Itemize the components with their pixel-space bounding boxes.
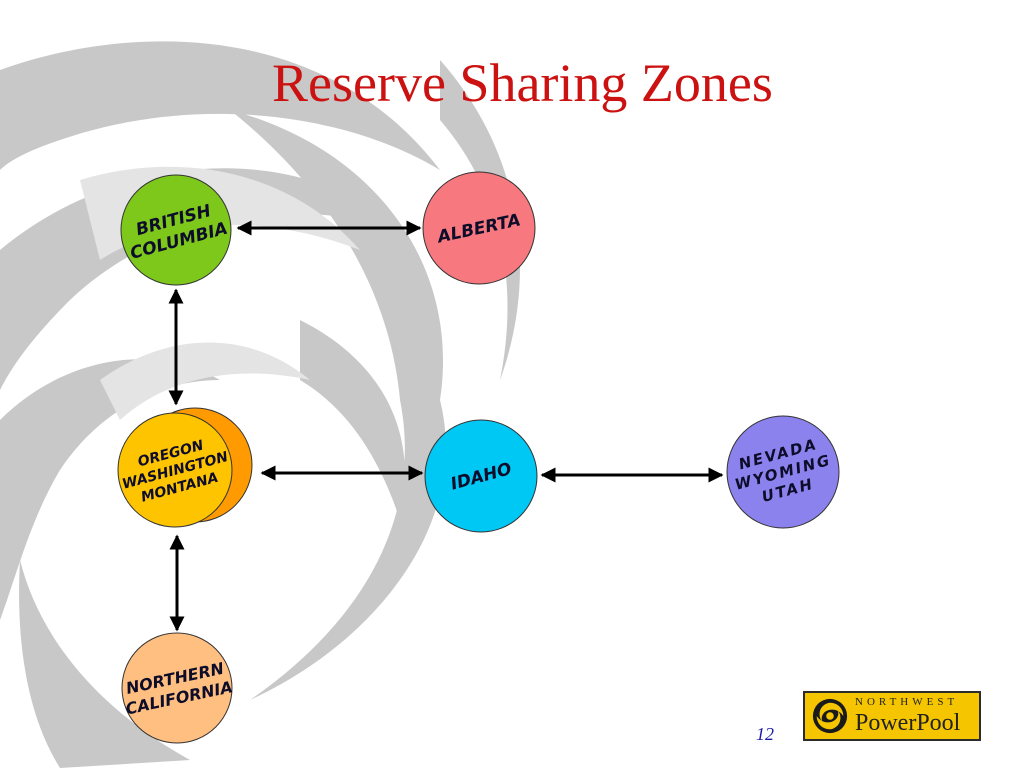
logo-top-text: NORTHWEST (855, 696, 959, 708)
logo-text: NORTHWEST PowerPool (855, 696, 961, 736)
swirl-logo-icon (812, 698, 848, 734)
zone-owm-circle (117, 412, 233, 528)
zone-ab: ALBERTA (422, 171, 536, 285)
zone-id-circle (424, 419, 538, 533)
northwest-powerpool-logo: NORTHWEST PowerPool (803, 691, 981, 741)
page-number: 12 (756, 724, 774, 744)
page-title: Reserve Sharing Zones (272, 53, 773, 113)
zone-nwu: NEVADAWYOMINGUTAH (726, 415, 840, 529)
zone-nc: NORTHERNCALIFORNIA (121, 632, 234, 744)
logo-bottom-text: PowerPool (855, 710, 961, 736)
zone-bc: BRITISHCOLUMBIA (120, 174, 232, 286)
zone-id: IDAHO (424, 419, 538, 533)
zone-bc-circle (120, 174, 232, 286)
zone-ab-circle (422, 171, 536, 285)
links (168, 220, 724, 632)
zones: BRITISHCOLUMBIA ALBERTA OREGONWASHINGTONMO… (117, 171, 840, 744)
zone-nwu-circle (726, 415, 840, 529)
zone-nc-circle (121, 632, 233, 744)
zone-owm: OREGONWASHINGTONMONTANA (117, 407, 253, 528)
